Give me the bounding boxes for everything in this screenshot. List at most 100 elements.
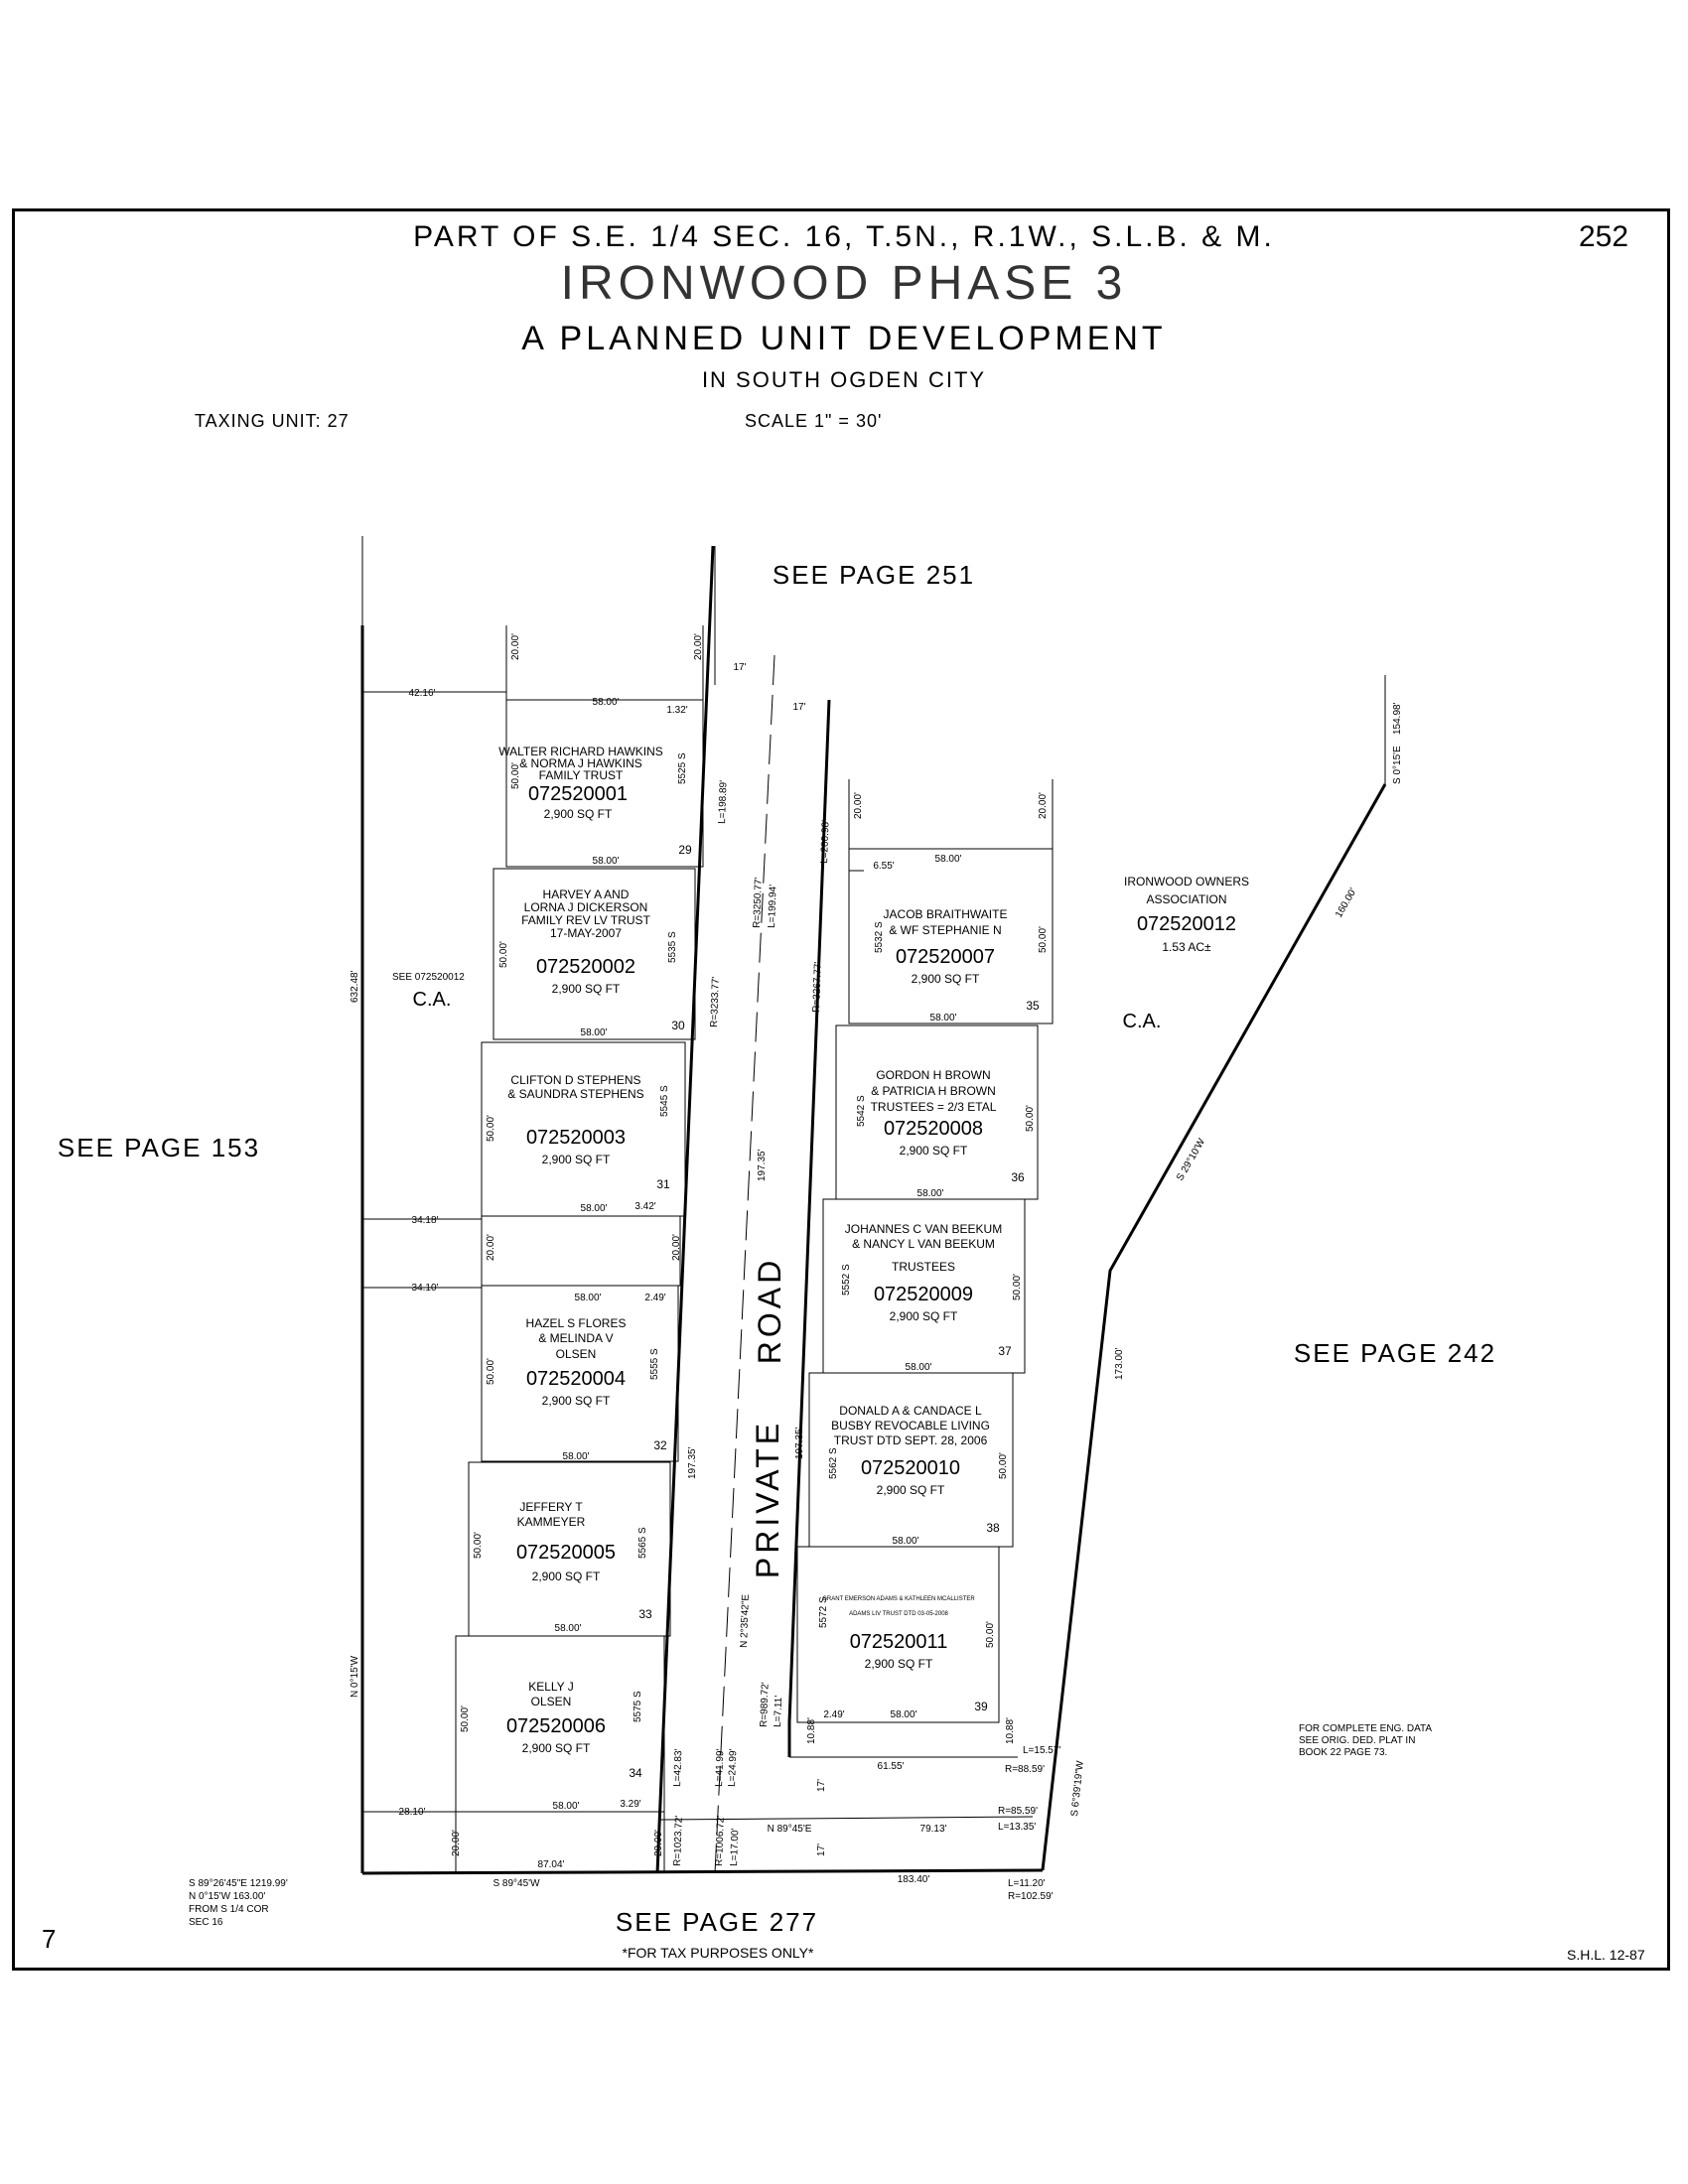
lot-37-owner-1: JOHANNES C VAN BEEKUM: [845, 1222, 1002, 1236]
dim-lot-29-depth: 50.00': [510, 762, 521, 789]
dim-34-10: 34.10': [412, 1283, 439, 1294]
dim-bearing-n-2: N 2°35'42"E: [739, 1593, 752, 1648]
lot-38-owner-3: TRUST DTD SEPT. 28, 2006: [834, 1433, 988, 1447]
lot-32: HAZEL S FLORES & MELINDA V OLSEN 0725200…: [526, 1316, 667, 1452]
plat-title: IRONWOOD PHASE 3: [560, 257, 1128, 310]
dim-arc-989-72: R=989.72': [759, 1682, 772, 1727]
dim-197-35-road: 197.35': [757, 1149, 768, 1181]
dim-173-00: 173.00': [1114, 1347, 1125, 1380]
dim-bearing-n-0-15: N 0°15'W: [350, 1655, 360, 1698]
dim-setback-strip-e: 20.00': [671, 1234, 682, 1261]
dim-197-35-east: 197.35': [794, 1427, 805, 1459]
dim-lot-33-depth: 50.00': [473, 1532, 484, 1559]
lot-39-outline: [796, 1546, 1000, 1723]
taxing-unit: TAXING UNIT: 27: [195, 411, 350, 431]
dim-79-13: 79.13': [920, 1824, 947, 1835]
lot-29-owner-1: WALTER RICHARD HAWKINS: [498, 745, 663, 758]
lot-34: KELLY J OLSEN 072520006 2,900 SQ FT 34 5…: [506, 1680, 643, 1780]
dim-setback-35w: 20.00': [853, 792, 864, 819]
see-page-bottom: SEE PAGE 277: [616, 1907, 818, 1937]
lot-32-address: 5555 S: [649, 1348, 660, 1380]
lot-38: DONALD A & CANDACE L BUSBY REVOCABLE LIV…: [828, 1404, 1000, 1535]
lot-29-number: 29: [678, 843, 692, 857]
dim-6-55: 6.55': [873, 861, 894, 872]
lot-31-owner-1: CLIFTON D STEPHENS: [510, 1073, 640, 1087]
dim-arc-42-83: L=42.83': [672, 1748, 684, 1787]
lot-39-number: 39: [974, 1700, 988, 1713]
tie-note-2: N 0°15'W 163.00': [189, 1891, 265, 1902]
lot-31-parcel: 072520003: [526, 1127, 626, 1149]
dim-183-40: 183.40': [898, 1874, 930, 1885]
lot-34-area: 2,900 SQ FT: [522, 1741, 591, 1755]
lot-31-owner-2: & SAUNDRA STEPHENS: [507, 1087, 643, 1101]
dim-lot-32-bottom: 58.00': [563, 1451, 590, 1462]
dim-setback-29e: 20.00': [693, 633, 704, 660]
lot-36: GORDON H BROWN & PATRICIA H BROWN TRUSTE…: [856, 1068, 1025, 1184]
dim-lot-34-bottom: 58.00': [553, 1801, 580, 1812]
dim-setback-35e: 20.00': [1038, 792, 1049, 819]
lot-37-owner-3: TRUSTEES: [892, 1260, 955, 1274]
dim-10-88-west: 10.88': [806, 1717, 817, 1744]
dim-setback-34e: 20.00': [653, 1830, 664, 1856]
dim-arc-7-11: L=7.11': [773, 1696, 784, 1727]
lot-34-owner-2: OLSEN: [531, 1695, 572, 1708]
dim-42-16: 42.16': [409, 688, 436, 699]
lot-37-address: 5552 S: [841, 1264, 852, 1296]
lot-36-parcel: 072520008: [884, 1118, 983, 1140]
dim-lot-34-depth: 50.00': [460, 1706, 471, 1732]
tie-note-3: FROM S 1/4 COR: [189, 1904, 269, 1915]
dim-lot-36-bottom: 58.00': [917, 1188, 944, 1199]
dim-lot-32-depth: 50.00': [486, 1358, 496, 1385]
dim-lot-38-bottom: 58.00': [893, 1536, 919, 1547]
lot-31-area: 2,900 SQ FT: [542, 1153, 611, 1166]
lot-34-owner-1: KELLY J: [528, 1680, 574, 1694]
lot-33-address: 5565 S: [637, 1527, 648, 1559]
lot-32-area: 2,900 SQ FT: [542, 1394, 611, 1408]
dim-17-bottom-1: 17': [816, 1779, 827, 1792]
dim-bearing-n-89-45: N 89°45'E: [768, 1824, 812, 1835]
lot-36-owner-1: GORDON H BROWN: [876, 1068, 990, 1082]
dim-1-32: 1.32': [666, 705, 687, 716]
dim-197-35-west: 197.35': [687, 1446, 698, 1479]
lot-37-owner-2: & NANCY L VAN BEEKUM: [852, 1237, 995, 1251]
dim-2-49-west: 2.49': [644, 1293, 665, 1303]
lot-35-owner-1: JACOB BRAITHWAITE: [884, 907, 1008, 921]
lot-33-parcel: 072520005: [516, 1542, 616, 1564]
lot-31: CLIFTON D STEPHENS & SAUNDRA STEPHENS 07…: [507, 1073, 670, 1191]
lot-29-owner-2: & NORMA J HAWKINS: [519, 756, 642, 770]
dim-arc-11-20: L=11.20': [1008, 1878, 1046, 1889]
dim-lot-37-depth: 50.00': [1012, 1274, 1023, 1300]
lot-30-owner-1: HARVEY A AND: [543, 887, 630, 901]
lot-33: JEFFERY T KAMMEYER 072520005 2,900 SQ FT…: [516, 1500, 652, 1621]
map-scale: SCALE 1" = 30': [745, 411, 883, 431]
tax-purposes-note: *FOR TAX PURPOSES ONLY*: [623, 1945, 814, 1961]
lot-38-number: 38: [986, 1521, 1000, 1535]
lot-36-area: 2,900 SQ FT: [900, 1144, 968, 1158]
dim-28-10: 28.10': [399, 1807, 426, 1818]
lot-39-owner-2: ADAMS LIV TRUST DTD 03-05-2008: [849, 1611, 948, 1617]
tie-note-1: S 89°26'45"E 1219.99': [189, 1878, 288, 1889]
plat-subtitle: A PLANNED UNIT DEVELOPMENT: [521, 320, 1167, 357]
dim-arc-199-94: L=199.94': [767, 885, 779, 928]
dim-17-top-2: 17': [792, 702, 805, 713]
lot-35: JACOB BRAITHWAITE & WF STEPHANIE N 07252…: [874, 907, 1040, 1013]
lot-33-number: 33: [638, 1607, 652, 1621]
lot-30-outline: [492, 868, 696, 1040]
common-area-label-east: C.A.: [1123, 1011, 1162, 1032]
lot-32-parcel: 072520004: [526, 1368, 626, 1390]
dim-bearing-s-0-15: S 0°15'E: [1392, 746, 1403, 784]
lot-29-address: 5525 S: [677, 752, 688, 784]
common-area-parcel: 072520012: [1137, 913, 1236, 935]
eng-note-2: SEE ORIG. DED. PLAT IN: [1299, 1735, 1415, 1746]
dim-arc-102-59: R=102.59': [1008, 1891, 1054, 1902]
dim-154-98: 154.98': [1392, 702, 1403, 735]
dim-arc-3250-77: R=3250.77': [752, 878, 765, 929]
road-south-line: [659, 1816, 1034, 1821]
dim-arc-15-57: L=15.57': [1023, 1745, 1060, 1756]
setback-strip-outline: [481, 1215, 681, 1287]
dim-lot-35-top: 58.00': [935, 854, 962, 865]
see-page-left: SEE PAGE 153: [58, 1133, 260, 1162]
dim-arc-41-99: L=41.99': [714, 1748, 726, 1787]
common-area-label-west: C.A.: [413, 989, 452, 1011]
lot-30-area: 2,900 SQ FT: [552, 982, 621, 996]
